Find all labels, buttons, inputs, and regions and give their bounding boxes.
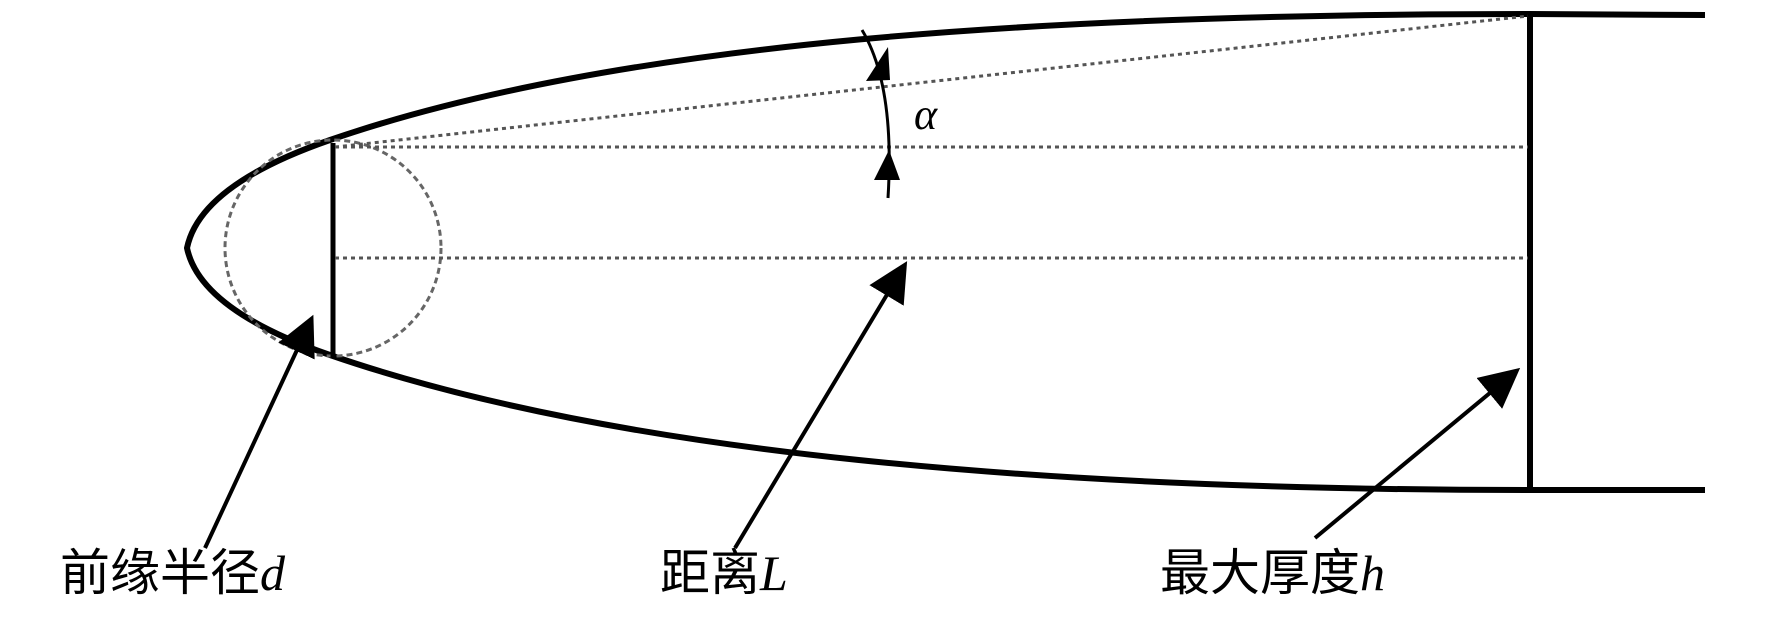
radius-leader-arrow (203, 314, 315, 549)
leading-edge-radius-variable: d (260, 545, 285, 601)
alpha-arrow-top (866, 47, 890, 81)
distance-variable: L (760, 545, 788, 601)
distance-text: 距离 (660, 544, 760, 602)
leading-edge-radius-label: 前缘半径d (60, 548, 285, 598)
alpha-arrow-bottom (874, 150, 900, 180)
distance-leader-arrow (733, 261, 908, 550)
max-thickness-label: 最大厚度h (1160, 548, 1385, 598)
airfoil-outline (184, 11, 1706, 493)
alpha-angle-label: α (914, 90, 938, 139)
thickness-leader-arrow (1313, 367, 1521, 540)
leading-edge-circle (223, 138, 443, 358)
max-thickness-text: 最大厚度 (1160, 544, 1360, 602)
max-thickness-variable: h (1360, 545, 1385, 601)
leading-edge-radius-text: 前缘半径 (60, 544, 260, 602)
distance-label: 距离L (660, 548, 788, 598)
slanted-dotted-line (334, 14, 1529, 149)
